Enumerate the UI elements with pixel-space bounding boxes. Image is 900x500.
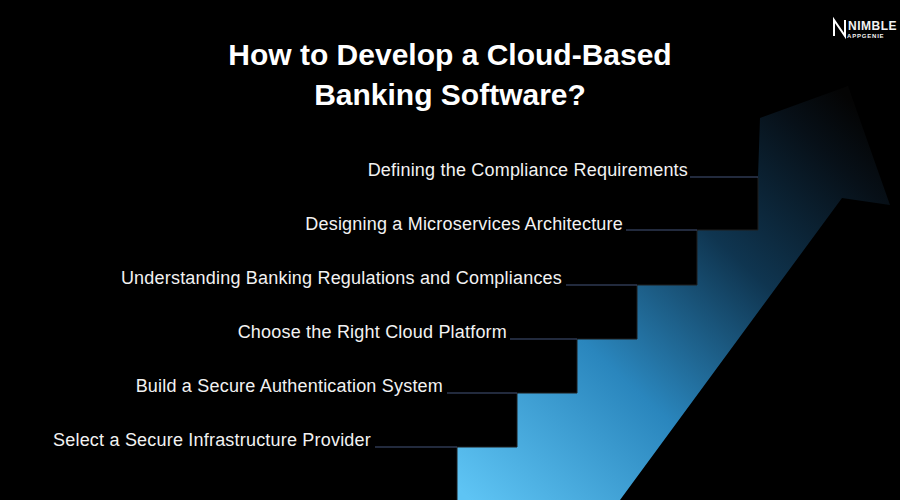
- logo-mark: [834, 20, 845, 36]
- leader-line: [566, 285, 637, 286]
- leader-line: [510, 339, 577, 340]
- logo-name: NIMBLE: [848, 19, 897, 33]
- step-label: Understanding Banking Regulations and Co…: [121, 267, 562, 289]
- logo-icon: [834, 20, 845, 36]
- growth-arrow: [457, 86, 890, 500]
- leader-line: [690, 177, 758, 178]
- leader-line: [447, 393, 517, 394]
- step-label: Build a Secure Authentication System: [136, 375, 443, 397]
- step-label: Select a Secure Infrastructure Provider: [53, 429, 371, 451]
- leader-line: [375, 447, 457, 448]
- logo-subtitle: APPGENIE: [847, 33, 884, 40]
- step-label: Choose the Right Cloud Platform: [238, 321, 507, 343]
- step-label: Designing a Microservices Architecture: [305, 213, 623, 235]
- diagram-title: How to Develop a Cloud-Based Banking Sof…: [185, 35, 715, 115]
- leader-line: [626, 230, 697, 231]
- step-label: Defining the Compliance Requirements: [368, 159, 688, 181]
